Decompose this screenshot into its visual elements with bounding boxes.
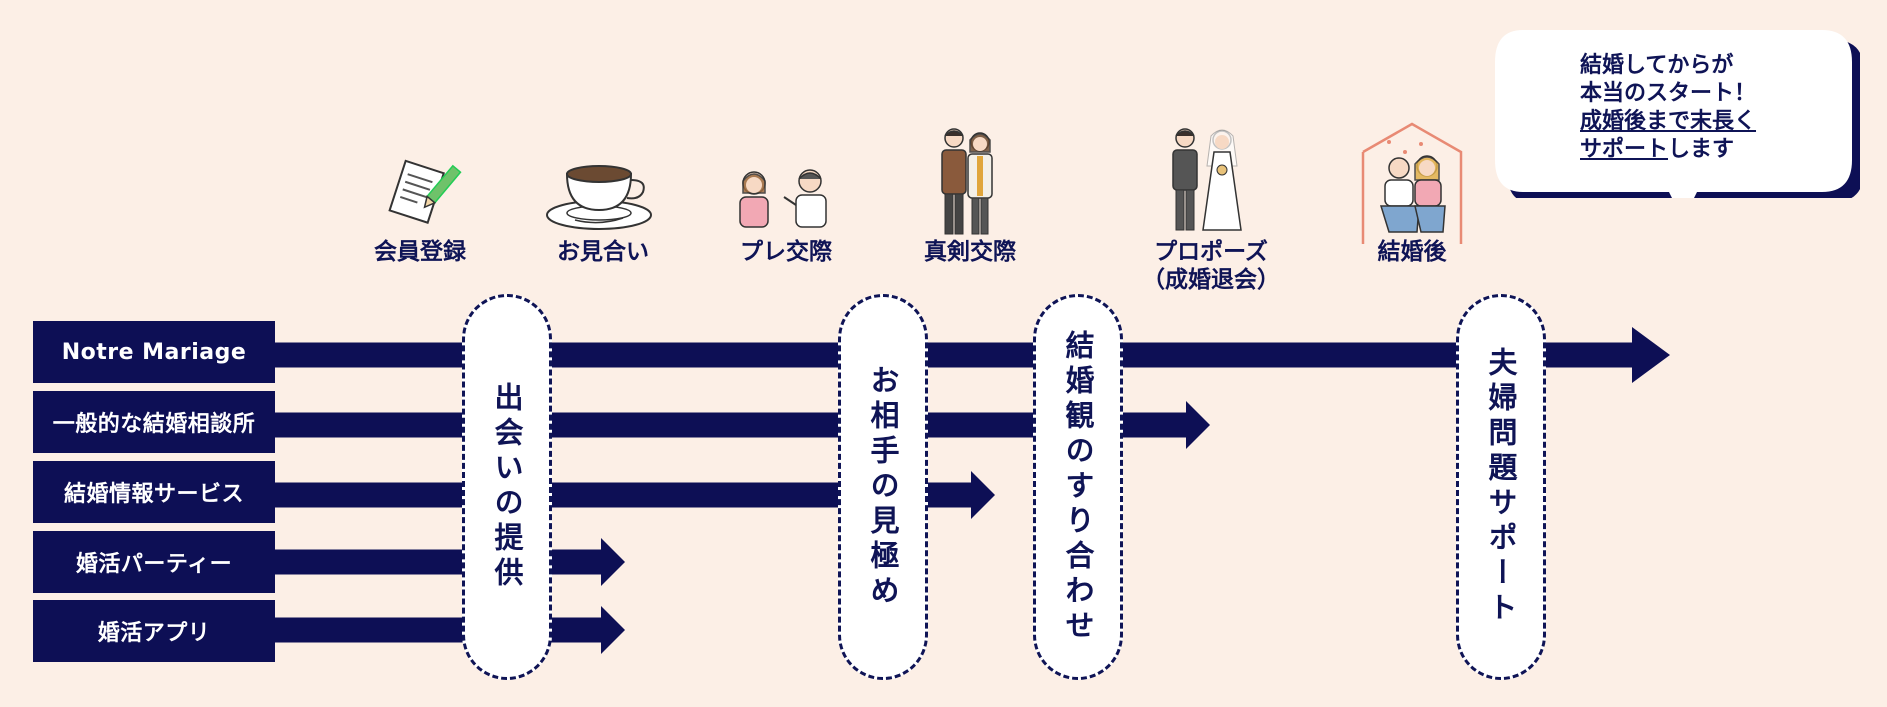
service-box-party: 婚活パーティー [33, 531, 275, 593]
arrow-head [601, 538, 625, 586]
couple-standing-icon [941, 128, 993, 235]
couple-chatting-icon [739, 169, 827, 228]
stage-label-propose: プロポーズ （成婚退会） [1142, 239, 1280, 293]
stage-label-omiai: お見合い [557, 239, 649, 265]
service-label: Notre Mariage [61, 339, 247, 365]
phase-text: 出会いの提供 [490, 382, 524, 592]
coffee-cup-icon [546, 165, 652, 230]
service-box-app: 婚活アプリ [33, 600, 275, 662]
callout-line-4-rest: します [1668, 137, 1735, 162]
phase-text: 夫婦問題サポート [1484, 347, 1518, 627]
callout-line-2: 本当のスタート！ [1580, 81, 1757, 106]
couple-at-home-icon [1361, 122, 1463, 244]
stage-label-pre: プレ交際 [740, 239, 832, 265]
callout-text: 結婚してからが 本当のスタート！ 成婚後まで末長く サポートします [1580, 52, 1820, 164]
callout-bubble [1495, 30, 1860, 198]
arrow-head [1632, 327, 1670, 383]
callout-line-3: 成婚後まで末長く [1580, 109, 1757, 134]
arrow-head [1186, 401, 1210, 449]
service-label: 婚活アプリ [97, 621, 211, 646]
service-label: 一般的な結婚相談所 [52, 412, 256, 437]
arrow-head [601, 606, 625, 654]
phase-text: 結婚観のすり合わせ [1061, 329, 1095, 645]
stage-label-shinken: 真剣交際 [924, 239, 1016, 265]
service-box-notre-mariage: Notre Mariage [33, 321, 275, 383]
phase-pill-couple: 夫婦問題サポート [1456, 294, 1546, 680]
service-box-general-agency: 一般的な結婚相談所 [33, 391, 275, 453]
phase-text: お相手の見極め [866, 364, 900, 610]
phase-pill-judging: お相手の見極め [838, 294, 928, 680]
callout-line-1: 結婚してからが [1580, 53, 1734, 78]
document-pen-icon [388, 159, 462, 224]
phase-pill-values: 結婚観のすり合わせ [1033, 294, 1123, 680]
phase-pill-meeting: 出会いの提供 [462, 294, 552, 680]
stage-label-married: 結婚後 [1377, 239, 1447, 265]
service-label: 結婚情報サービス [63, 482, 244, 507]
stage-label-register: 会員登録 [374, 239, 466, 265]
service-label: 婚活パーティー [75, 552, 233, 577]
wedding-couple-icon [1172, 128, 1242, 231]
arrow-head [971, 471, 995, 519]
service-box-info-service: 結婚情報サービス [33, 461, 275, 523]
callout-line-4-underlined: サポート [1580, 137, 1669, 162]
